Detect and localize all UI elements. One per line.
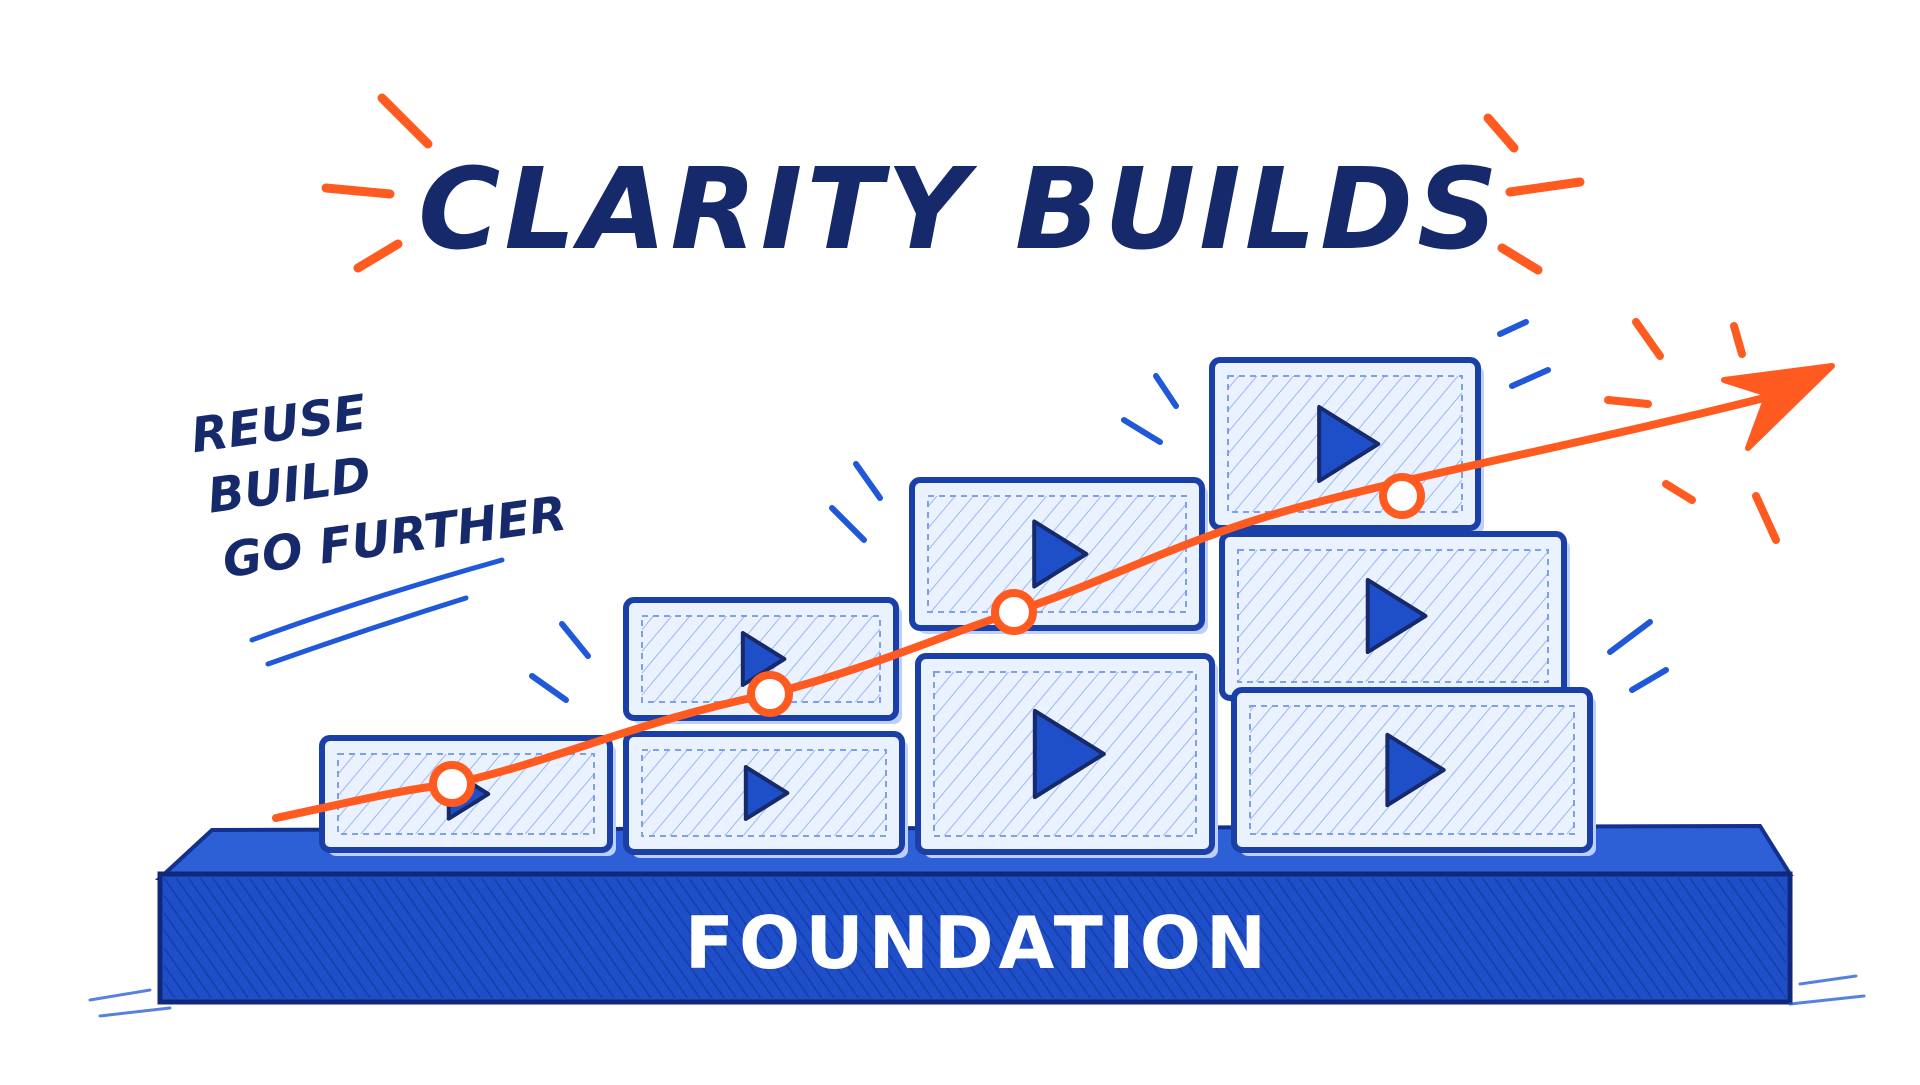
side-note-underline xyxy=(249,557,505,667)
block-sparks xyxy=(529,319,1669,703)
arrow-head-icon xyxy=(1721,363,1835,451)
play-icon xyxy=(1365,577,1428,655)
trend-marker xyxy=(1379,473,1425,519)
side-note: REUSE BUILD GO FURTHER xyxy=(188,384,570,589)
title-burst-right xyxy=(1483,113,1585,275)
video-block xyxy=(1219,531,1570,704)
trend-marker xyxy=(991,589,1037,635)
video-block xyxy=(1209,357,1484,534)
title-burst-left xyxy=(321,93,433,273)
video-block xyxy=(909,477,1208,634)
video-blocks-group xyxy=(319,357,1596,858)
foundation-label: FOUNDATION xyxy=(685,901,1271,985)
video-block xyxy=(623,731,908,858)
foundation-hatch xyxy=(164,878,1786,998)
video-block xyxy=(1231,687,1596,856)
arrow-burst xyxy=(1604,318,1780,544)
play-icon xyxy=(1032,519,1089,589)
trend-marker xyxy=(747,671,793,717)
play-icon xyxy=(743,765,790,821)
video-block xyxy=(623,597,902,724)
play-icon xyxy=(1385,732,1446,808)
diagram-title: CLARITY BUILDS xyxy=(418,145,1502,275)
ground-scribble xyxy=(88,974,1866,1018)
growth-trend xyxy=(272,363,1835,822)
play-icon xyxy=(1317,405,1381,483)
trend-marker xyxy=(429,761,475,807)
video-block xyxy=(915,653,1218,858)
play-icon xyxy=(1032,708,1106,800)
